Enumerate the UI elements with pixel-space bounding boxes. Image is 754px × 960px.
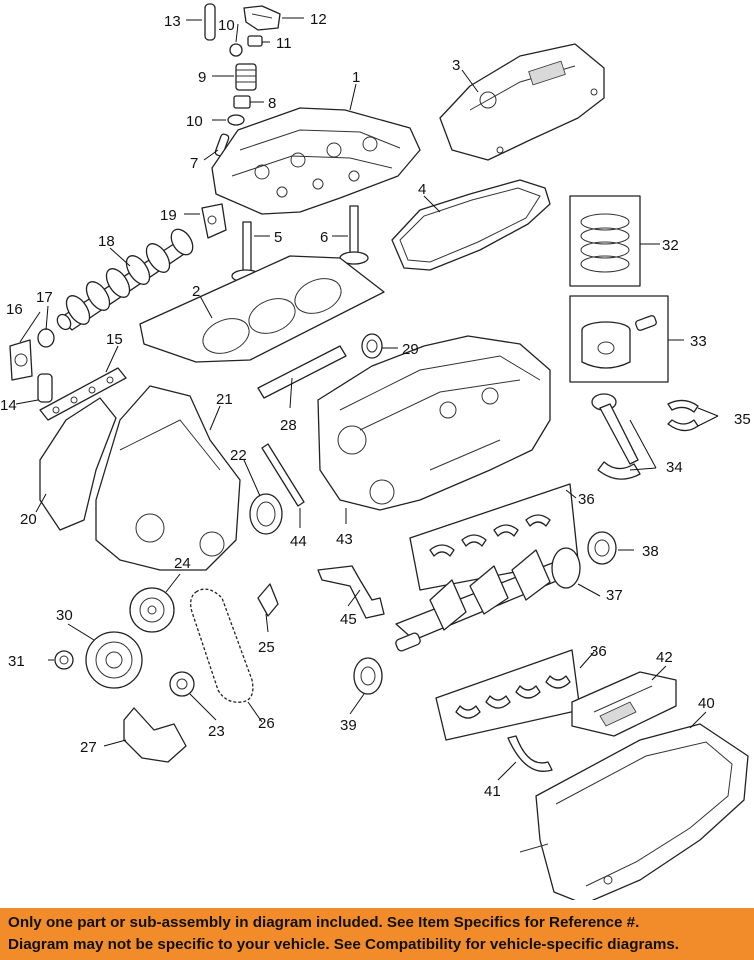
callout-37: 37 — [606, 587, 623, 604]
thrust-bearing-41 — [507, 735, 553, 772]
callout-20: 20 — [20, 511, 37, 528]
callout-34: 34 — [666, 459, 683, 476]
callout-3: 3 — [452, 57, 460, 74]
camshaft-18 — [56, 228, 194, 331]
callout-23: 23 — [208, 723, 225, 740]
callout-11: 11 — [276, 35, 292, 52]
callout-42: 42 — [656, 649, 673, 666]
engine-block — [317, 335, 551, 511]
cylinder-head-1 — [211, 107, 421, 215]
callout-25: 25 — [258, 639, 275, 656]
disclaimer-banner: Only one part or sub-assembly in diagram… — [0, 908, 754, 960]
rear-seal-38 — [587, 531, 617, 565]
crank-sprocket-23 — [169, 671, 195, 697]
leader-lines — [15, 17, 719, 781]
callout-33: 33 — [690, 333, 707, 350]
rear-seal-retainer-39 — [353, 657, 383, 695]
callout-39: 39 — [340, 717, 357, 734]
connecting-rod-34 — [591, 393, 641, 480]
disclaimer-line-2: Diagram may not be specific to your vehi… — [8, 936, 679, 953]
callout-31: 31 — [8, 653, 25, 670]
piston-rings-32 — [569, 195, 641, 287]
seal-16 — [9, 339, 33, 381]
damper-30 — [85, 631, 143, 689]
oil-tube-28 — [257, 345, 347, 399]
gasket-19 — [201, 203, 227, 239]
windage-tray-42 — [571, 671, 677, 737]
callout-7: 7 — [190, 155, 198, 172]
seal-10-lower — [227, 114, 245, 126]
valve-spring-9 — [235, 63, 257, 91]
callout-18: 18 — [98, 233, 115, 250]
callout-27: 27 — [80, 739, 97, 756]
cover-plate-12 — [243, 5, 281, 31]
callout-10-lower: 10 — [186, 113, 203, 130]
callout-24: 24 — [174, 555, 191, 572]
disclaimer-line-1: Only one part or sub-assembly in diagram… — [8, 914, 640, 931]
timing-chain-26 — [190, 588, 254, 703]
callout-30: 30 — [56, 607, 73, 624]
valve-cover-3 — [439, 43, 605, 161]
callout-12: 12 — [310, 11, 327, 28]
piston-33 — [569, 295, 669, 383]
callout-13: 13 — [164, 13, 181, 30]
callout-15: 15 — [106, 331, 123, 348]
callout-16: 16 — [6, 301, 23, 318]
callout-36-upper: 36 — [578, 491, 595, 508]
callout-9: 9 — [198, 69, 206, 86]
tensioner-25 — [257, 583, 279, 617]
valve-guide-7 — [214, 133, 230, 157]
callout-45: 45 — [340, 611, 357, 628]
callout-26: 26 — [258, 715, 275, 732]
callout-36-lower: 36 — [590, 643, 607, 660]
rod-bearings-35 — [667, 399, 699, 432]
rod-44 — [261, 443, 305, 507]
callout-35: 35 — [734, 411, 751, 428]
crankshaft-37 — [395, 547, 581, 652]
seal-29 — [361, 333, 383, 359]
seal-22 — [249, 493, 283, 535]
lifter-guide-15 — [39, 367, 127, 421]
seal-17 — [37, 328, 55, 348]
pushrod-13 — [204, 3, 216, 41]
callout-5: 5 — [274, 229, 282, 246]
callout-43: 43 — [336, 531, 353, 548]
callout-41: 41 — [484, 783, 501, 800]
retainer-11 — [247, 35, 263, 47]
callout-4: 4 — [418, 181, 426, 198]
timing-cover-gasket-20 — [39, 397, 117, 531]
callout-19: 19 — [160, 207, 177, 224]
sprocket-24 — [129, 587, 175, 633]
main-bearings-36-lower — [435, 649, 581, 741]
callout-22: 22 — [230, 447, 247, 464]
tensioner-bracket-27 — [123, 707, 187, 763]
timing-cover-21 — [95, 385, 241, 571]
callout-44: 44 — [290, 533, 307, 550]
oil-pan-40 — [519, 723, 749, 900]
engine-exploded-diagram: 13 12 10 11 9 8 10 7 1 3 4 19 5 6 18 2 1… — [0, 3, 751, 900]
valve-cover-gasket-4 — [391, 179, 551, 271]
washer-31 — [54, 650, 74, 670]
callout-10-top: 10 — [218, 17, 235, 34]
callout-28: 28 — [280, 417, 297, 434]
lifter-14 — [37, 373, 53, 403]
callout-17: 17 — [36, 289, 53, 306]
callout-38: 38 — [642, 543, 659, 560]
callout-2: 2 — [192, 283, 200, 300]
keeper-10-top — [229, 43, 243, 57]
callout-29: 29 — [402, 341, 419, 358]
callout-labels: 13 12 10 11 9 8 10 7 1 3 4 19 5 6 18 2 1… — [0, 11, 751, 800]
callout-21: 21 — [216, 391, 233, 408]
callout-1: 1 — [352, 69, 360, 86]
callout-6: 6 — [320, 229, 328, 246]
callout-40: 40 — [698, 695, 715, 712]
callout-32: 32 — [662, 237, 679, 254]
head-gasket-2 — [139, 255, 385, 363]
spring-seat-8 — [233, 95, 251, 109]
exhaust-valve-6 — [339, 205, 369, 265]
oil-pickup-45 — [317, 565, 385, 619]
callout-8: 8 — [268, 95, 276, 112]
callout-14: 14 — [0, 397, 17, 414]
